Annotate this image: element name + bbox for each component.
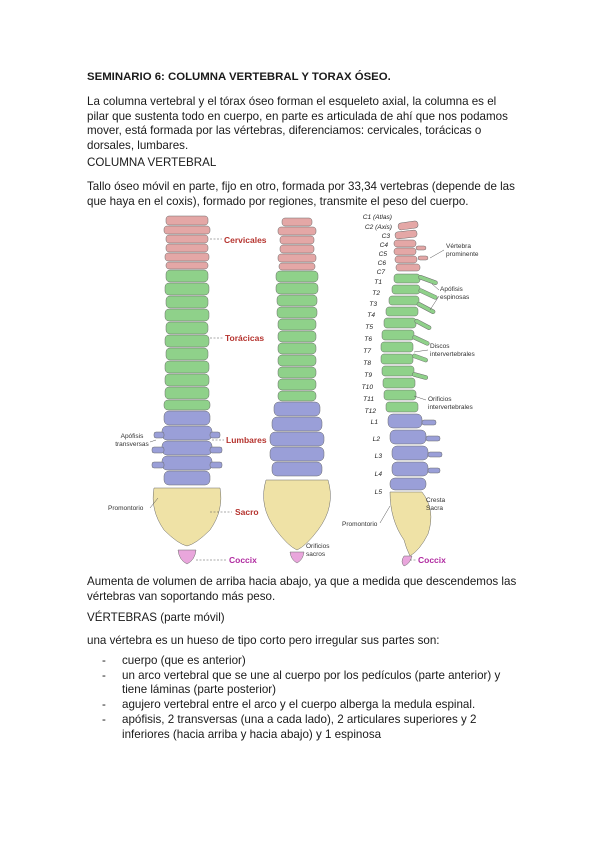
list-dash: - xyxy=(102,654,106,667)
label-vertebra-prominente-line1: Vértebra xyxy=(446,243,471,250)
label-apofisis-espinosas-line2: espinosas xyxy=(440,294,470,301)
label-discos-line2: intervertebrales xyxy=(430,351,476,358)
label-lumbares: Lumbares xyxy=(226,435,267,445)
anterior-spine-view xyxy=(151,215,223,565)
document-title: SEMINARIO 6: COLUMNA VERTEBRAL Y TORAX Ó… xyxy=(87,71,391,83)
label-cresta-sacra-line1: Cresta xyxy=(426,497,446,504)
lateral-lumbar-region xyxy=(387,413,443,491)
vertebra-label: C5 xyxy=(379,251,388,258)
vertebra-label: C7 xyxy=(377,269,386,276)
label-cresta-sacra-line2: Sacra xyxy=(426,505,443,512)
anterior-cervical-region xyxy=(163,215,211,270)
posterior-lumbar-region xyxy=(269,401,325,477)
volume-paragraph: Aumenta de volumen de arriba hacia abajo… xyxy=(87,575,517,603)
posterior-sacrum xyxy=(263,479,331,551)
spine-figure: Cervicales Torácicas Lumbares Sacro Cocc… xyxy=(108,214,479,567)
list-item-text: un arco vertebral que se une al cuerpo p… xyxy=(122,668,501,697)
vertebra-label: L5 xyxy=(375,489,383,496)
intro-paragraph: La columna vertebral y el tórax óseo for… xyxy=(87,95,508,152)
label-toracicas: Torácicas xyxy=(225,333,264,343)
vertebra-label: T12 xyxy=(365,408,377,415)
anterior-coccyx xyxy=(177,549,197,565)
section-heading-vertebras: VÉRTEBRAS (parte móvil) xyxy=(87,611,225,624)
list-item-text: cuerpo (que es anterior) xyxy=(122,654,246,667)
vertebra-label: L3 xyxy=(375,453,383,460)
posterior-thoracic-region xyxy=(275,270,319,402)
label-orificios-sacros-line1: Orificios xyxy=(306,543,330,550)
vertebra-label: T6 xyxy=(364,336,372,343)
anterior-thoracic-region xyxy=(163,269,211,411)
list-item: - cuerpo (que es anterior) xyxy=(87,654,517,668)
lateral-sacrum xyxy=(389,491,432,557)
label-discos-line1: Discos xyxy=(430,343,450,350)
list-item: - agujero vertebral entre el arco y el cu… xyxy=(87,698,517,712)
label-apofisis-line1: Apófisis xyxy=(121,433,145,440)
vertebra-label: C4 xyxy=(380,242,389,249)
section-heading-columna: COLUMNA VERTEBRAL xyxy=(87,156,217,169)
label-cervicales: Cervicales xyxy=(224,235,267,245)
list-item-text: apófisis, 2 transversas (una a cada lado… xyxy=(122,713,477,741)
vertebra-label: L2 xyxy=(373,436,381,443)
anterior-lumbar-region xyxy=(151,410,223,486)
label-vertebra-prominente-line2: prominente xyxy=(446,251,479,258)
list-dash: - xyxy=(102,668,106,682)
list-dash: - xyxy=(102,698,106,712)
vertebra-label: C1 (Atlas) xyxy=(363,214,392,221)
columna-paragraph: Tallo óseo móvil en parte, fijo en otro,… xyxy=(87,180,515,208)
posterior-spine-view xyxy=(263,217,331,564)
lateral-labels: C1 (Atlas) C2 (Axis) C3C4C5C6C7T1T2T3T4T5T… xyxy=(342,214,479,565)
posterior-labels: Orificios sacros xyxy=(306,543,330,558)
vertebra-label: T2 xyxy=(372,290,380,297)
list-item: - apófisis, 2 transversas (una a cada lad… xyxy=(87,713,517,742)
vertebra-label: T10 xyxy=(362,384,374,391)
lateral-cervical-region xyxy=(393,220,429,272)
label-coccix: Coccix xyxy=(229,555,257,565)
lateral-spine-view xyxy=(380,220,443,567)
vertebra-label: T4 xyxy=(367,312,375,319)
vertebra-label: C6 xyxy=(378,260,387,267)
posterior-cervical-region xyxy=(277,217,317,271)
vertebra-label: T9 xyxy=(364,372,372,379)
vertebra-label: T3 xyxy=(369,301,377,308)
label-orificios-sacros-line2: sacros xyxy=(306,551,326,558)
label-promontorio-left: Promontorio xyxy=(108,505,144,512)
vertebra-labels: C1 (Atlas) C2 (Axis) C3C4C5C6C7T1T2T3T4T5T… xyxy=(362,214,392,496)
label-orificios-line1: Orificios xyxy=(428,396,452,403)
anterior-labels: Cervicales Torácicas Lumbares Sacro Cocc… xyxy=(108,235,267,565)
list-item: - un arco vertebral que se une al cuerpo … xyxy=(87,669,517,698)
lateral-coccyx xyxy=(401,555,413,567)
label-coccix-right: Coccix xyxy=(418,555,446,565)
label-apofisis-line2: transversas xyxy=(115,441,149,448)
anterior-sacrum xyxy=(152,487,222,547)
vertebra-label: T11 xyxy=(363,396,374,403)
vertebra-parts-list: - cuerpo (que es anterior) - un arco verte… xyxy=(87,654,517,742)
posterior-coccyx xyxy=(289,551,305,564)
list-dash: - xyxy=(102,713,106,727)
vertebra-label: T7 xyxy=(363,348,371,355)
vertebra-label: T5 xyxy=(365,324,373,331)
vertebra-label: C3 xyxy=(382,233,391,240)
label-orificios-line2: intervertebrales xyxy=(428,404,474,411)
vertebra-label: T1 xyxy=(374,279,382,286)
vertebras-intro: una vértebra es un hueso de tipo corto p… xyxy=(87,634,440,647)
list-item-text: agujero vertebral entre el arco y el cue… xyxy=(122,698,476,712)
vertebra-label: T8 xyxy=(363,360,371,367)
lateral-thoracic-region xyxy=(380,273,438,413)
label-apofisis-espinosas-line1: Apófisis xyxy=(440,286,464,293)
vertebra-label: L4 xyxy=(375,471,383,478)
label-promontorio-right: Promontorio xyxy=(342,521,378,528)
vertebra-label: C2 (Axis) xyxy=(365,224,392,231)
label-sacro: Sacro xyxy=(235,507,259,517)
vertebra-label: L1 xyxy=(371,419,379,426)
